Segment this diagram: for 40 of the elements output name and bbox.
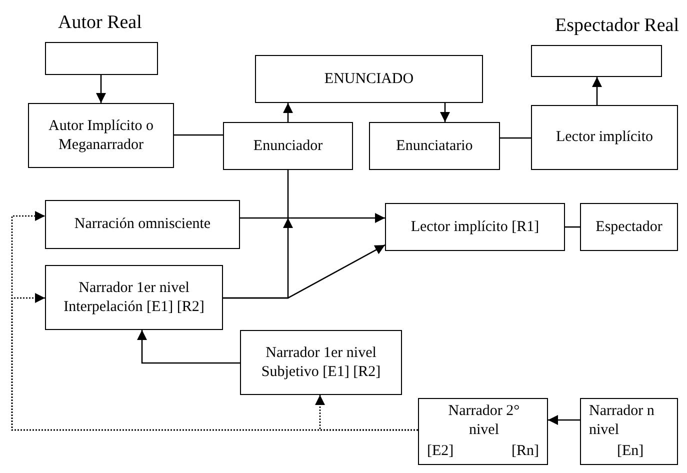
text-box (255, 55, 483, 103)
node-label: Lector implícito [R1] (410, 218, 540, 236)
text-box (240, 330, 402, 395)
connector-line (565, 226, 580, 228)
arrow (240, 213, 385, 223)
box-heading: Autor Real (58, 11, 142, 35)
node-label: Narrador 2° nivel (447, 402, 521, 440)
node-label: Narrador n nivel (589, 402, 656, 440)
node-label: [Rn] (512, 442, 539, 461)
arrow (592, 77, 602, 105)
arrow (137, 330, 240, 364)
node-label: Autor Implícito o Meganarrador (48, 116, 154, 154)
node-label: Enunciatario (396, 136, 473, 156)
text-box (580, 203, 678, 251)
node-label: Enunciador (253, 136, 323, 156)
node-label: [En] (617, 442, 644, 461)
text-box (418, 398, 548, 465)
node-label: Lector implícito (556, 128, 654, 147)
node-label: Narrador 1er nivel Interpelación [E1] [R2] (62, 278, 206, 316)
arrow (315, 395, 418, 431)
arrow (283, 103, 293, 122)
text-box (28, 103, 174, 168)
connector-line (174, 134, 223, 136)
text-box (580, 398, 678, 465)
text-box (223, 122, 353, 170)
text-box (45, 265, 223, 330)
arrow (548, 415, 580, 425)
node-label: Narrador 1er nivel Subjetivo [E1] [R2] (260, 344, 382, 382)
node-label: Narración omnisciente (74, 215, 211, 234)
text-box (369, 122, 500, 170)
text-box (45, 200, 240, 249)
text-box (385, 203, 565, 251)
text-box (531, 105, 678, 170)
box-heading: Espectador Real (555, 14, 679, 38)
arrow (96, 75, 106, 103)
arrow (440, 103, 450, 122)
node-label: [E2] (427, 442, 454, 461)
node-label: Espectador (596, 218, 662, 236)
connector-line (500, 137, 531, 139)
node-label: ENUNCIADO (324, 70, 414, 88)
